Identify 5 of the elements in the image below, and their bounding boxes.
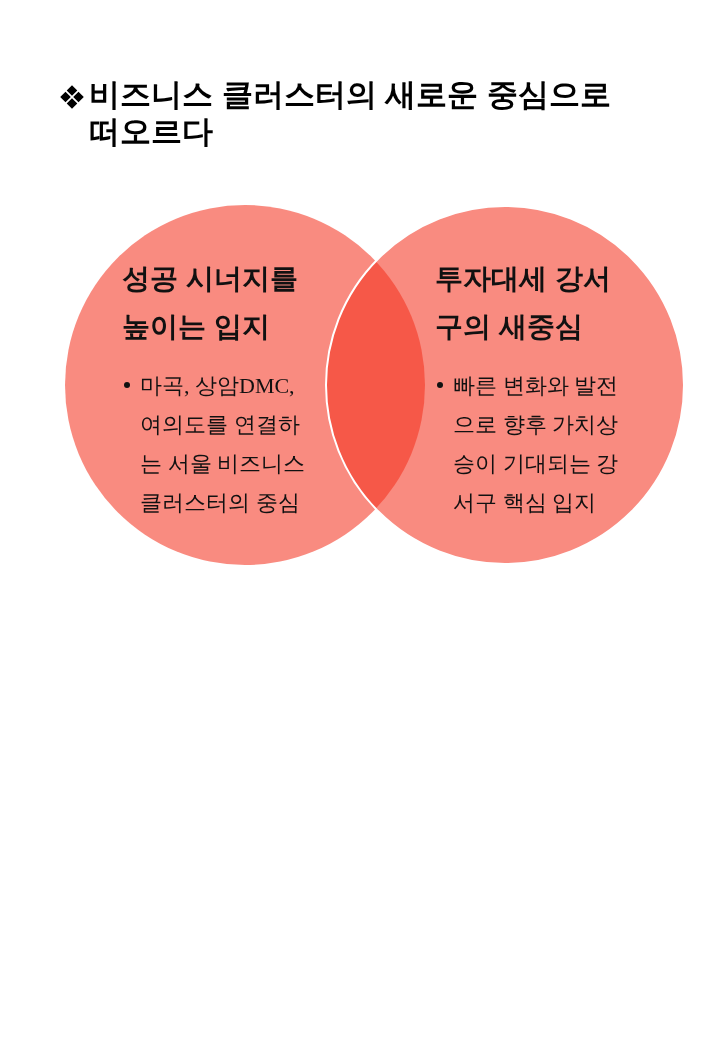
bullet-text: 빠른 변화와 발전으로 향후 가치상승이 기대되는 강서구 핵심 입지 [453, 372, 619, 517]
circle-heading: 성공 시너지를 높이는 입지 [122, 262, 299, 344]
circle-heading: 투자대세 강서구의 새중심 [435, 262, 612, 344]
bullet-text: 마곡, 상암DMC, 여의도를 연결하는 서울 비즈니스 클러스터의 중심 [140, 372, 305, 517]
title-text: 비즈니스 클러스터의 새로운 중심으로 떠오르다 [89, 76, 612, 150]
